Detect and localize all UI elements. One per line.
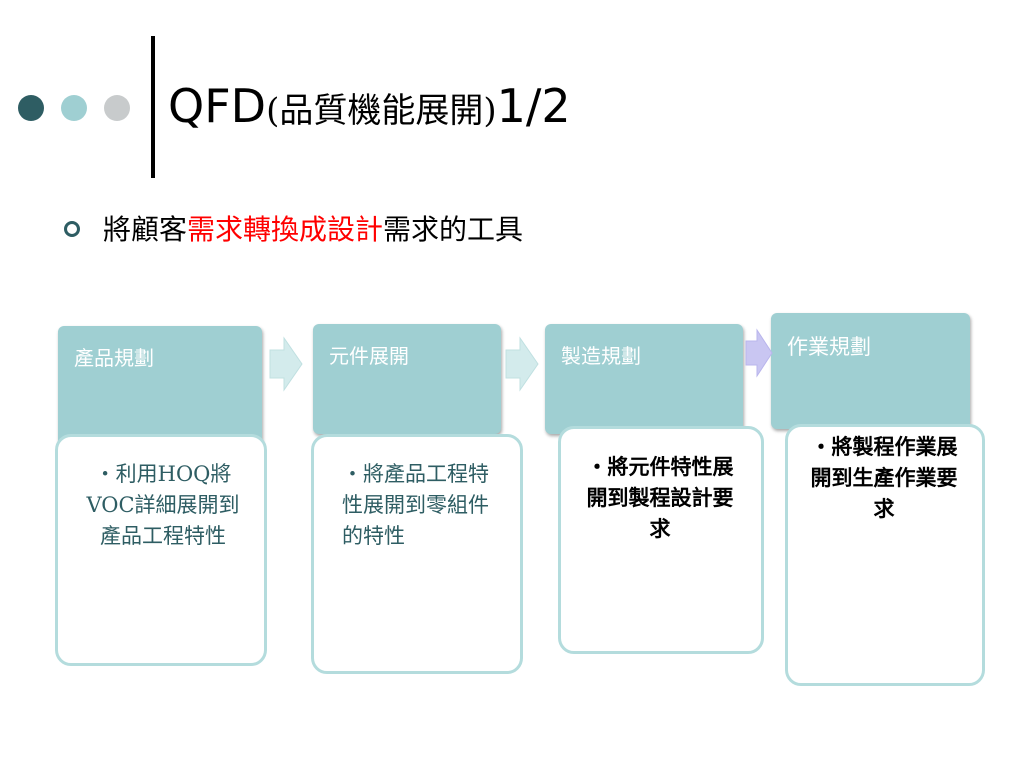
stage-header-label-3: 製造規劃 bbox=[561, 344, 641, 368]
bullet-ring-icon bbox=[64, 221, 80, 237]
stage-header-4: 作業規劃 bbox=[771, 313, 970, 429]
title-divider-line bbox=[151, 36, 155, 178]
flow-arrow-icon-1 bbox=[269, 336, 303, 392]
stage-header-3: 製造規劃 bbox=[545, 324, 743, 434]
decorative-dot-dark bbox=[18, 95, 44, 121]
stage-header-label-1: 產品規劃 bbox=[74, 346, 154, 370]
decorative-dot-gray bbox=[104, 95, 130, 121]
stage-card-1: ‧利用HOQ將VOC詳細展開到產品工程特性 bbox=[55, 434, 267, 666]
stage-body-2: ‧將產品工程特性展開到零組件的特性 bbox=[342, 462, 489, 548]
stage-header-label-2: 元件展開 bbox=[329, 344, 409, 368]
stage-header-1: 產品規劃 bbox=[58, 326, 262, 448]
flow-arrow-icon-2 bbox=[505, 336, 539, 392]
stage-header-2: 元件展開 bbox=[313, 324, 501, 434]
title-suffix: 1/2 bbox=[496, 79, 571, 133]
bullet-text: 將顧客需求轉換成設計需求的工具 bbox=[103, 208, 523, 248]
title-cjk: (品質機能展開) bbox=[266, 91, 497, 131]
stage-card-3: ‧將元件特性展開到製程設計要求 bbox=[558, 426, 764, 654]
stage-body-4: ‧將製程作業展開到生產作業要求 bbox=[810, 434, 958, 521]
bullet-highlight: 需求轉換成設計 bbox=[187, 213, 384, 246]
stage-header-label-4: 作業規劃 bbox=[787, 335, 871, 359]
decorative-dot-light bbox=[61, 95, 87, 121]
bullet-part1: 將顧客 bbox=[103, 213, 188, 246]
flow-arrow-icon-3 bbox=[745, 328, 773, 378]
stage-card-4: ‧將製程作業展開到生產作業要求 bbox=[785, 424, 985, 686]
stage-body-3: ‧將元件特性展開到製程設計要求 bbox=[586, 454, 734, 541]
title-prefix: QFD bbox=[168, 79, 267, 133]
stage-card-2: ‧將產品工程特性展開到零組件的特性 bbox=[311, 434, 523, 674]
slide-title: QFD(品質機能展開)1/2 bbox=[168, 76, 571, 141]
bullet-part2: 需求的工具 bbox=[383, 213, 524, 246]
stage-body-1: ‧利用HOQ將VOC詳細展開到產品工程特性 bbox=[86, 462, 240, 548]
